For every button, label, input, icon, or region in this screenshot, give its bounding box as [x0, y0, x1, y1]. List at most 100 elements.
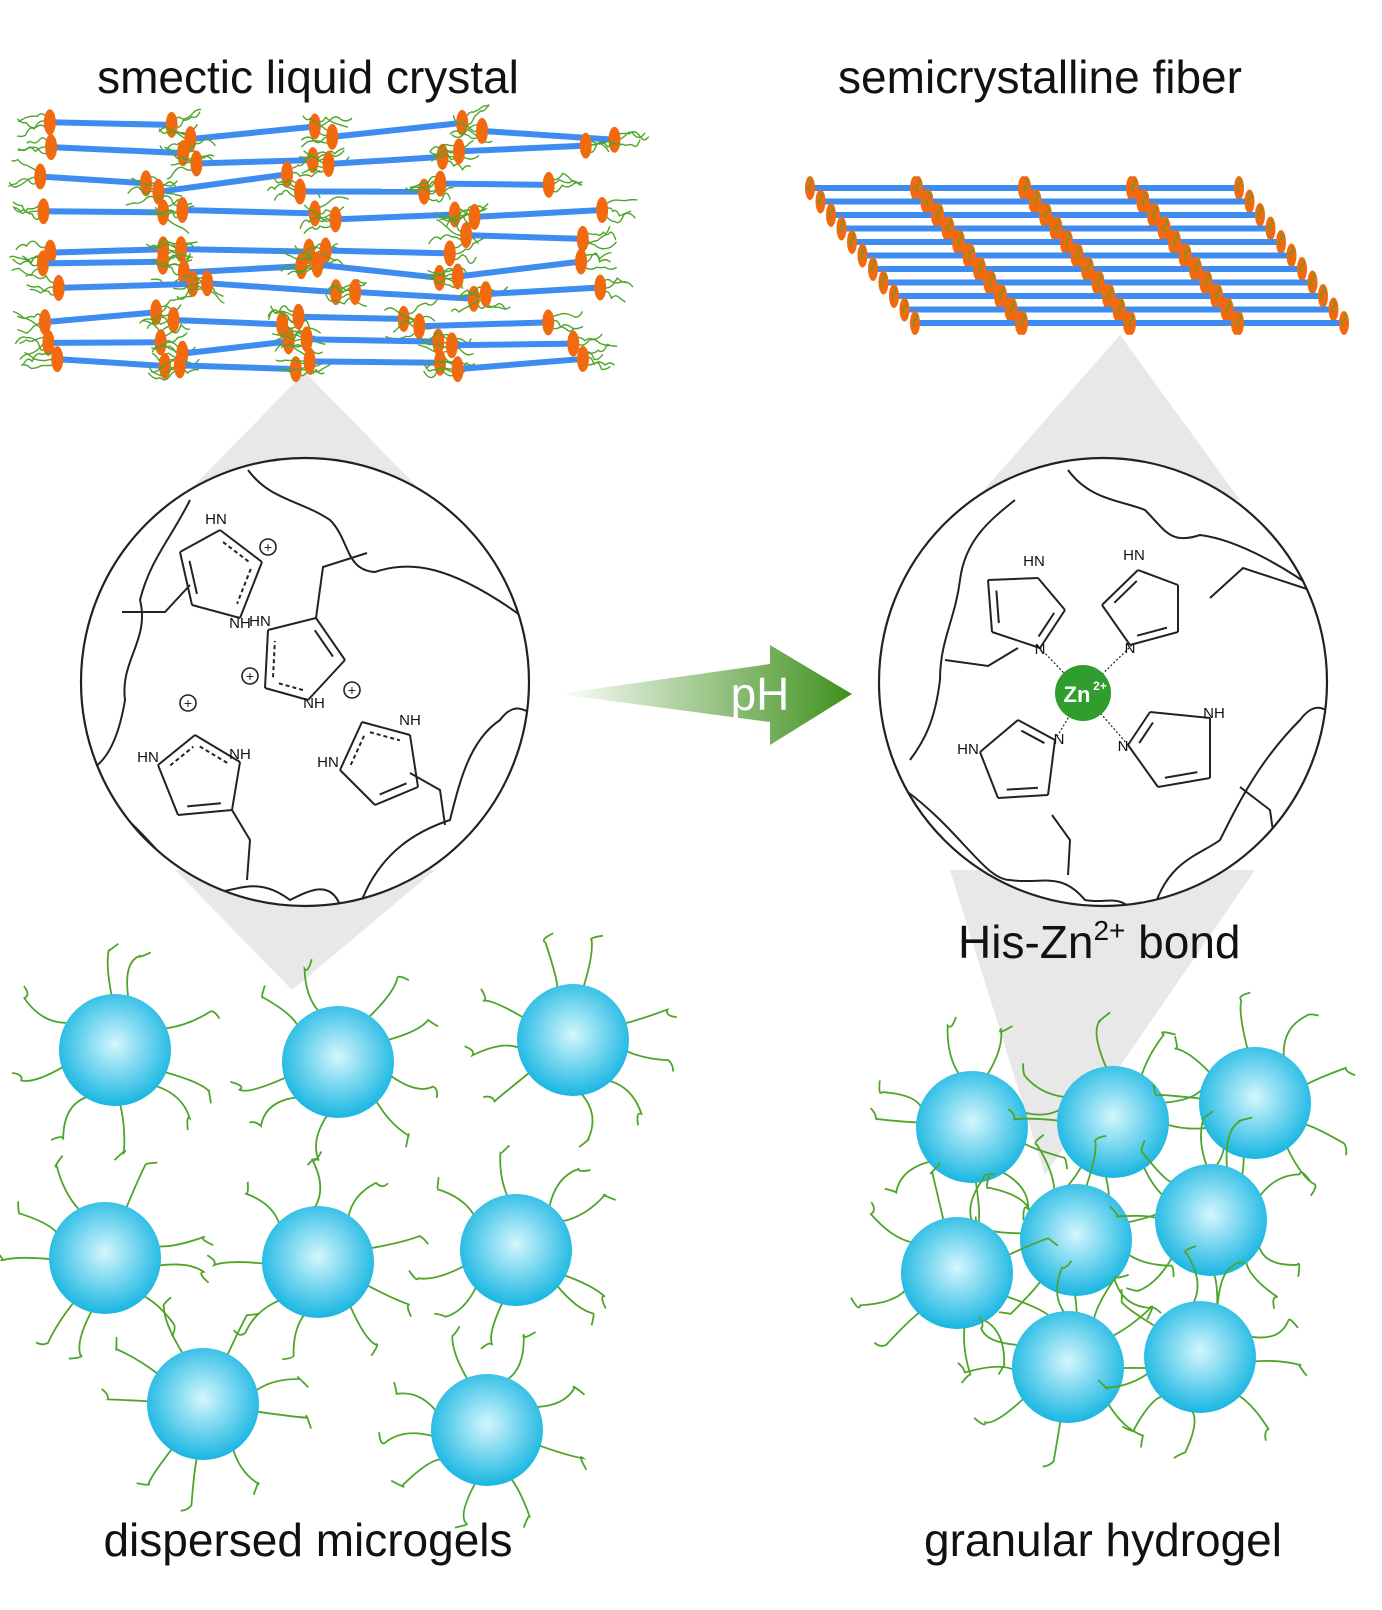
polymer-brush — [878, 1080, 923, 1109]
alkyl-tail — [166, 217, 190, 234]
polymer-brush — [282, 1313, 306, 1361]
rod-end — [51, 346, 64, 373]
fiber-rod — [1139, 189, 1255, 214]
microgel-core — [49, 1202, 161, 1314]
polymer-brush — [1056, 1260, 1073, 1314]
bond-label-main: His-Zn — [958, 916, 1093, 968]
bond — [1037, 577, 1066, 611]
lc-rod — [173, 270, 367, 308]
microgel-core — [1057, 1066, 1169, 1178]
rod — [190, 123, 316, 143]
rod — [465, 232, 583, 242]
polymer-brush — [366, 1284, 412, 1317]
bond — [374, 786, 419, 806]
alkyl-tail — [604, 280, 634, 289]
alkyl-tail — [164, 322, 190, 337]
polymer-brush — [538, 1444, 588, 1471]
alkyl-tail — [1033, 192, 1040, 205]
polymer-brush — [929, 1162, 945, 1221]
polymer-brush — [986, 1025, 1013, 1076]
rod — [50, 144, 184, 157]
alkyl-tail — [1141, 192, 1148, 205]
microgel — [1097, 1245, 1308, 1459]
polymer-brush — [624, 1007, 677, 1025]
alkyl-tail — [19, 342, 45, 360]
microgel-core — [262, 1206, 374, 1318]
rod-end — [303, 348, 316, 375]
polymer-brush — [1282, 1013, 1319, 1058]
alkyl-tail — [24, 351, 54, 362]
rod-end — [36, 250, 49, 277]
microgel — [0, 1154, 214, 1360]
imidazole-ring: HNN — [987, 553, 1066, 658]
bond — [979, 751, 999, 799]
polymer-brush — [535, 1385, 586, 1408]
polymer-brush — [998, 1280, 1042, 1315]
bond — [239, 561, 263, 619]
alkyl-tail — [459, 286, 483, 297]
rod — [317, 261, 440, 281]
rod-end — [34, 163, 47, 190]
alkyl-tail — [325, 294, 352, 305]
alkyl-tail — [1288, 246, 1295, 259]
polymer-brush — [451, 1325, 469, 1381]
fiber-rod — [1171, 230, 1286, 254]
polymer-brush — [1092, 1273, 1130, 1320]
polymer-brush — [370, 1235, 429, 1250]
bond — [339, 769, 376, 806]
alkyl-tail — [605, 212, 636, 224]
positive-charge-icon: + — [179, 694, 197, 712]
alkyl-tail — [1194, 259, 1200, 273]
alkyl-tail — [436, 209, 471, 220]
bond — [157, 734, 196, 766]
polymer-brush — [973, 1397, 1025, 1426]
atom-label: HN — [205, 511, 227, 528]
microgel — [230, 958, 439, 1166]
polymer-brush — [563, 1274, 607, 1309]
rod-end — [608, 126, 621, 153]
ph-arrow: pH — [558, 645, 852, 745]
alkyl-tail — [266, 183, 297, 193]
polymer-brush — [1152, 1083, 1202, 1100]
delocalized-bond — [169, 745, 194, 767]
alkyl-tail — [428, 234, 463, 245]
rod-end — [38, 309, 51, 336]
polymer-brush — [556, 1284, 595, 1326]
alkyl-tail — [170, 161, 193, 166]
alkyl-tail — [155, 195, 179, 207]
alkyl-tail — [978, 259, 984, 273]
alkyl-tail — [26, 284, 56, 293]
alkyl-tail — [1117, 300, 1124, 313]
atom-label: NH — [399, 712, 421, 729]
rod — [158, 171, 288, 195]
bond — [1101, 569, 1139, 606]
alkyl-tail — [429, 143, 456, 153]
fiber-rod — [1150, 203, 1265, 227]
rod-end — [154, 329, 167, 356]
rod-end — [349, 278, 362, 305]
rod-end — [306, 147, 319, 174]
alkyl-tail — [439, 218, 463, 232]
alkyl-tail — [457, 291, 483, 299]
alkyl-tail — [936, 205, 942, 219]
polymer-brush — [158, 1263, 210, 1284]
alkyl-tail — [275, 359, 306, 363]
alkyl-tail — [552, 178, 581, 186]
polymer-brush — [1140, 1031, 1176, 1077]
rod — [44, 309, 157, 326]
alkyl-tail — [618, 131, 650, 141]
alkyl-tail — [302, 115, 329, 132]
alkyl-tail — [586, 356, 615, 367]
alkyl-tail — [150, 345, 179, 355]
alkyl-tail — [859, 246, 866, 259]
alkyl-tail — [175, 111, 201, 128]
alkyl-tail — [277, 366, 306, 373]
alkyl-tail — [8, 178, 37, 188]
delocalized-bond — [222, 541, 250, 563]
alkyl-tail — [465, 105, 490, 118]
alkyl-tail — [298, 156, 325, 165]
microgel-core — [59, 994, 171, 1106]
rod — [48, 339, 161, 346]
alkyl-tail — [870, 259, 876, 273]
